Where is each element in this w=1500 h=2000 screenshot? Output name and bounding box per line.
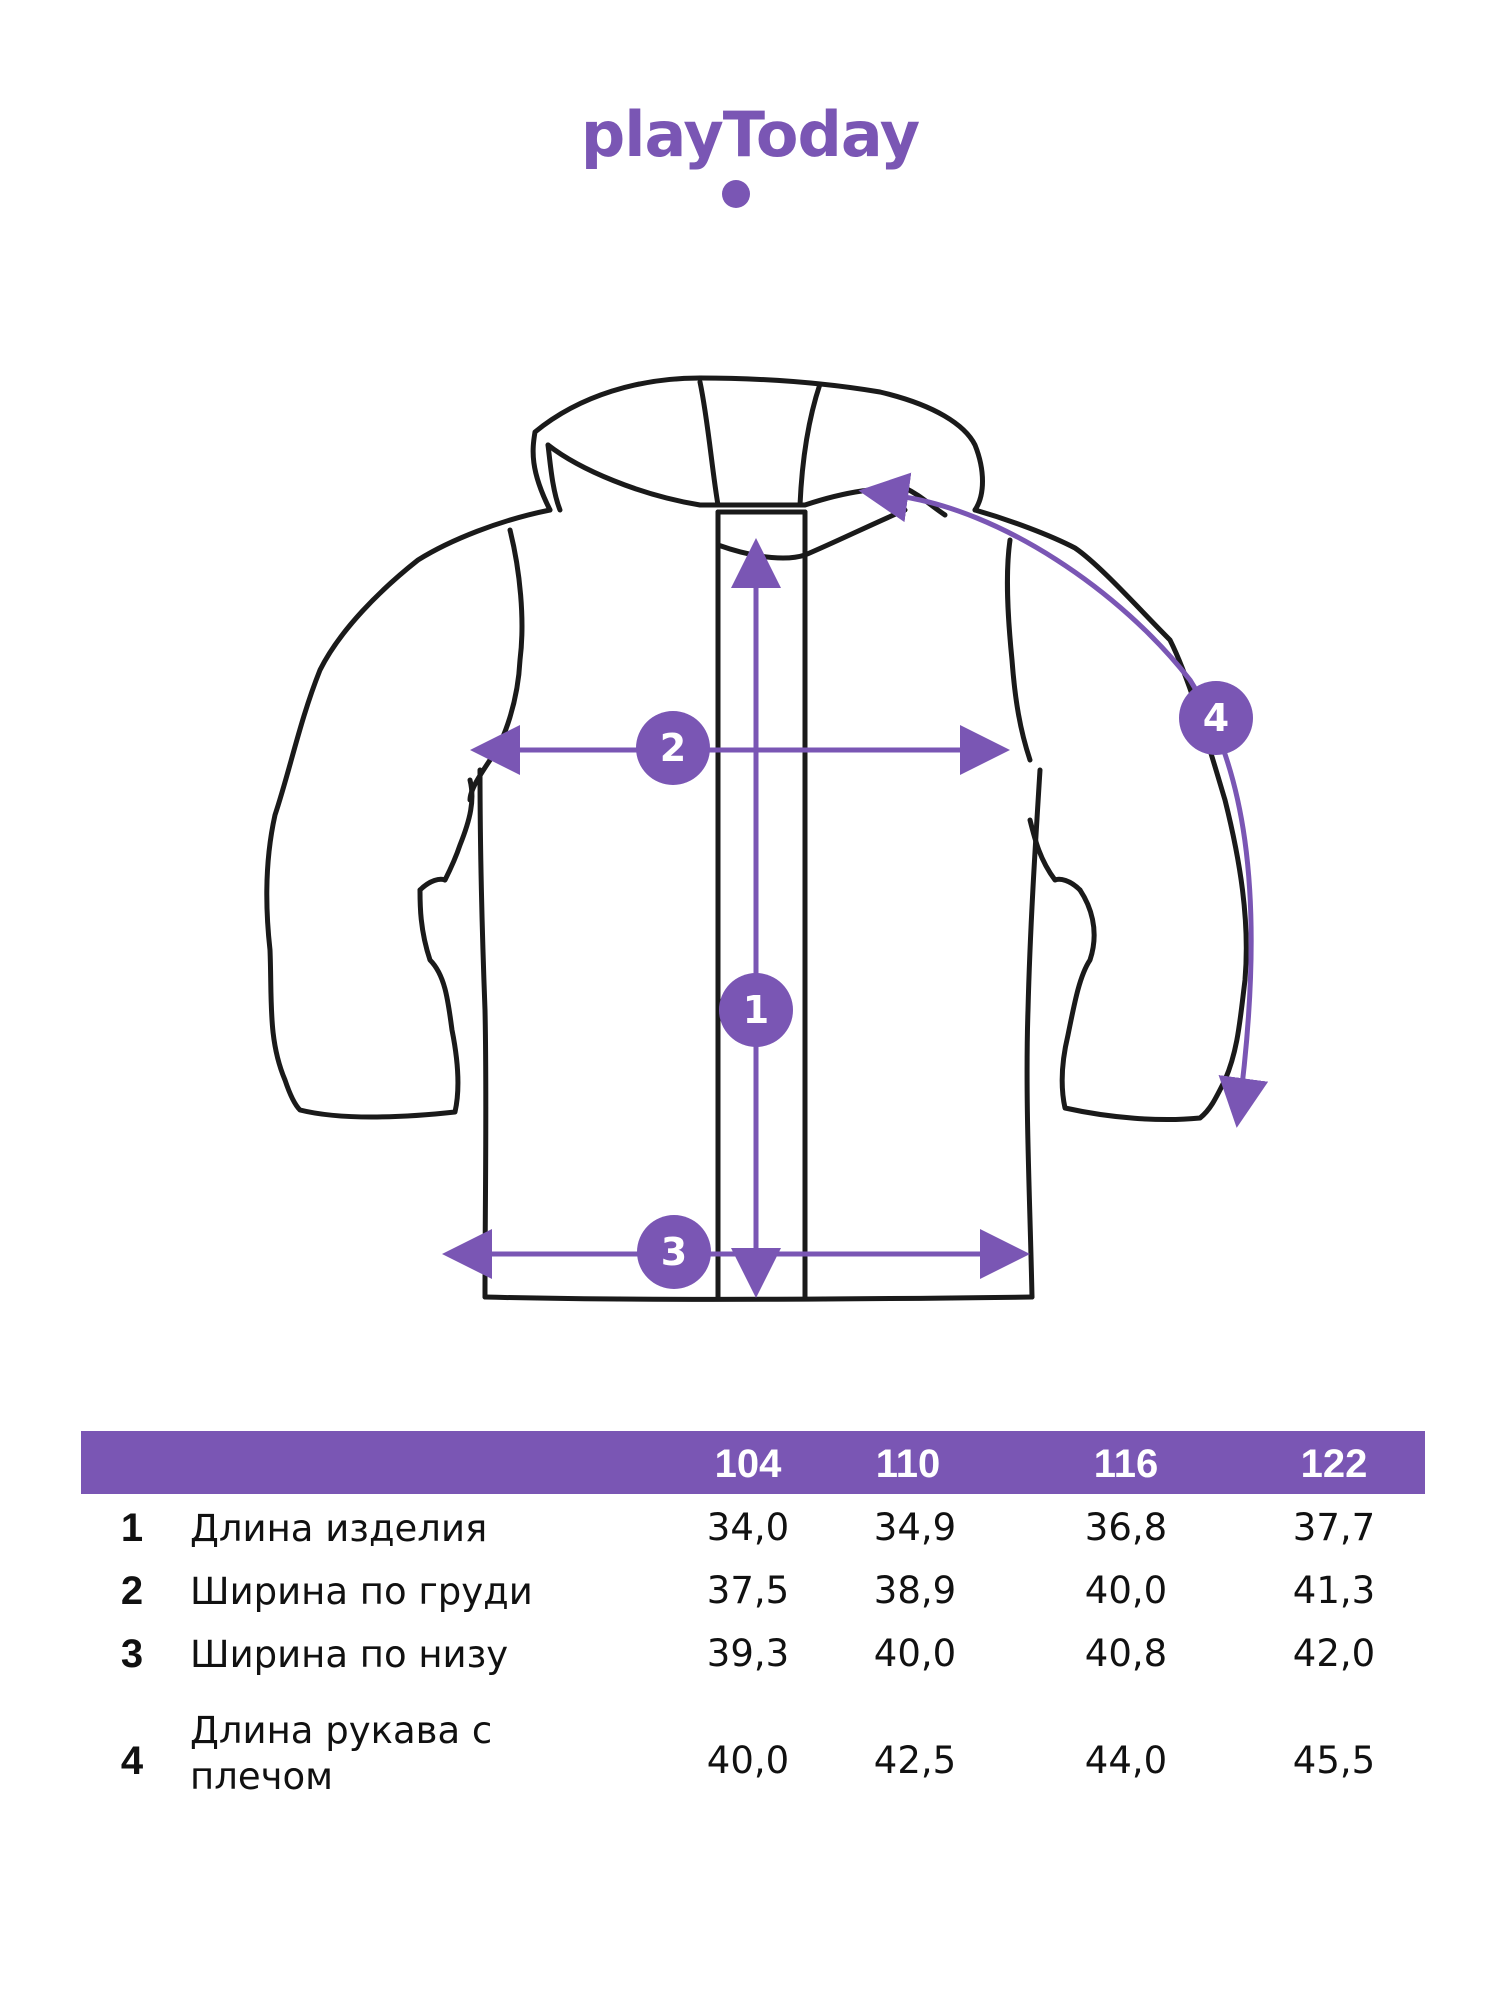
size-header-110: 110 <box>875 1442 941 1486</box>
table-cell: 42,5 <box>873 1739 957 1782</box>
jacket-diagram: 1 2 3 4 <box>264 375 1269 1302</box>
table-cell: 38,9 <box>873 1569 957 1612</box>
svg-text:1: 1 <box>743 988 769 1032</box>
marker-4: 4 <box>1179 681 1253 755</box>
table-cell: 41,3 <box>1292 1569 1376 1612</box>
row-number: 1 <box>120 1506 144 1550</box>
size-table-header <box>81 1431 1425 1494</box>
table-cell: 44,0 <box>1084 1739 1168 1782</box>
row-number: 3 <box>120 1632 144 1676</box>
arrow-sleeve <box>858 472 1269 1128</box>
table-cell: 34,9 <box>873 1506 957 1549</box>
table-cell: 36,8 <box>1084 1506 1168 1549</box>
row-label: Ширина по низу <box>190 1633 509 1676</box>
table-cell: 34,0 <box>706 1506 790 1549</box>
row-label: Длина изделия <box>190 1507 488 1550</box>
row-number: 4 <box>120 1739 144 1783</box>
marker-1: 1 <box>719 973 793 1047</box>
svg-text:4: 4 <box>1203 696 1229 740</box>
table-cell: 39,3 <box>706 1632 790 1675</box>
svg-text:3: 3 <box>661 1230 687 1274</box>
table-cell: 42,0 <box>1292 1632 1376 1675</box>
svg-text:2: 2 <box>660 726 686 770</box>
logo-dot-icon <box>722 180 750 208</box>
table-cell: 40,0 <box>706 1739 790 1782</box>
size-header-104: 104 <box>714 1442 782 1486</box>
size-header-116: 116 <box>1093 1442 1159 1486</box>
size-header-122: 122 <box>1300 1442 1368 1486</box>
table-cell: 45,5 <box>1292 1739 1376 1782</box>
marker-2: 2 <box>636 711 710 785</box>
table-cell: 37,7 <box>1292 1506 1376 1549</box>
brand-logo: playToday <box>580 98 920 171</box>
row-number: 2 <box>120 1569 144 1613</box>
table-cell: 40,0 <box>1084 1569 1168 1612</box>
measurement-arrows <box>442 472 1269 1298</box>
marker-3: 3 <box>637 1215 711 1289</box>
row-label: Ширина по груди <box>190 1570 533 1613</box>
row-label: Длина рукава с плечом <box>190 1709 493 1798</box>
table-cell: 40,0 <box>873 1632 957 1675</box>
table-cell: 40,8 <box>1084 1632 1168 1675</box>
table-cell: 37,5 <box>706 1569 790 1612</box>
